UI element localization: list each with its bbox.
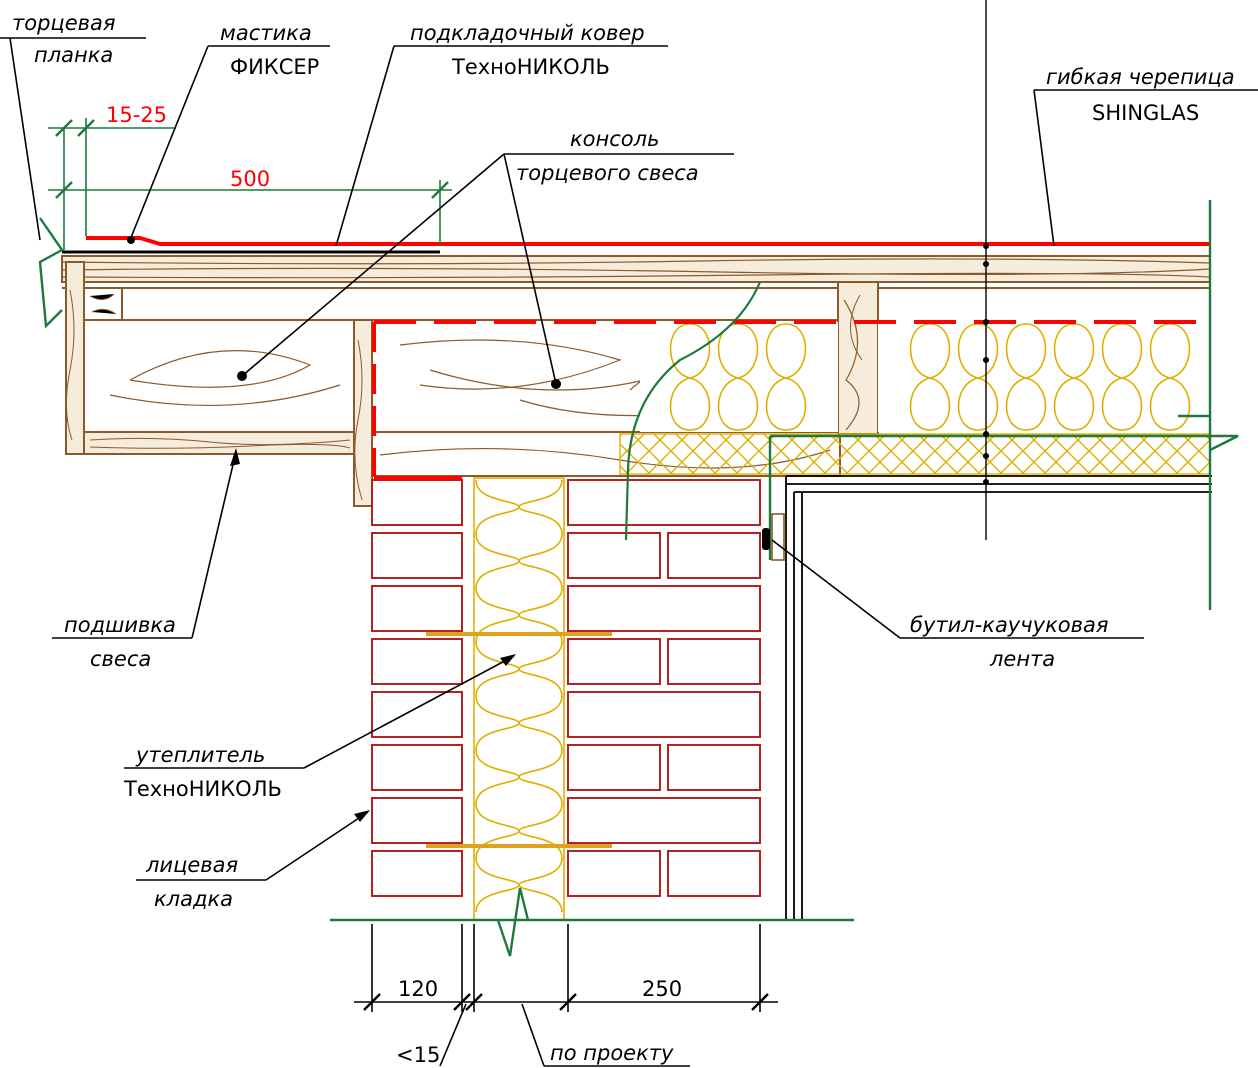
brick <box>371 479 463 526</box>
wall-ties <box>426 632 612 848</box>
end-plank-label-1: торцевая <box>12 11 116 35</box>
roof-insulation <box>619 322 1211 475</box>
console-label-1: консоль <box>570 127 659 151</box>
brick-facing <box>371 479 463 897</box>
underlay-label-1: подкладочный ковер <box>410 21 645 45</box>
soffit-label-1: подшивка <box>64 613 176 637</box>
brick <box>371 532 463 579</box>
dimension-250-label: 250 <box>642 977 682 1001</box>
brick <box>567 797 761 844</box>
brick <box>667 744 761 791</box>
bottom-dimensions <box>354 924 778 1012</box>
gap-label: <15 <box>396 1043 440 1067</box>
insulation-label-2: ТехноНИКОЛЬ <box>123 777 282 801</box>
green-lines <box>38 200 1239 957</box>
butyl-label-1: бутил-каучуковая <box>910 613 1109 637</box>
brick <box>567 479 761 526</box>
soffit-board <box>83 431 357 455</box>
brick <box>667 532 761 579</box>
underlay-label-2: ТехноНИКОЛЬ <box>451 55 610 79</box>
brick <box>371 691 463 738</box>
shingle-layer <box>62 236 1210 254</box>
callout-soffit: подшивка свеса <box>52 448 240 671</box>
brick <box>567 744 661 791</box>
callout-shingles: гибкая черепица SHINGLAS <box>1033 65 1258 247</box>
vapor-barrier <box>372 320 1210 480</box>
brick <box>371 585 463 632</box>
by-project-label: по проекту <box>550 1041 674 1065</box>
brick <box>567 638 661 685</box>
dimension-15-25 <box>48 118 176 236</box>
facing-label-1: лицевая <box>145 853 238 877</box>
callout-console: консоль торцевого свеса <box>237 127 734 389</box>
gap-leader <box>439 1003 690 1067</box>
brick <box>567 850 661 897</box>
callout-end-plank: торцевая планка <box>0 11 146 241</box>
wall-post <box>353 319 373 507</box>
wall-insulation <box>473 477 565 921</box>
callout-facing: лицевая кладка <box>136 810 370 911</box>
dimension-15-25-label: 15-25 <box>106 103 167 127</box>
insulation-label-1: утеплитель <box>135 743 265 767</box>
butyl-tape <box>762 513 785 561</box>
mastic-label-1: мастика <box>220 21 312 45</box>
deck-batten-left <box>83 287 123 321</box>
axis-line <box>983 0 989 540</box>
dimension-500 <box>48 128 452 250</box>
end-plank-label-2: планка <box>34 43 113 67</box>
shingles-label-1: гибкая черепица <box>1046 65 1235 89</box>
brick <box>667 638 761 685</box>
callout-mastic: мастика ФИКСЕР <box>127 21 330 244</box>
mastic-label-2: ФИКСЕР <box>230 55 319 79</box>
callout-wall-insulation: утеплитель ТехноНИКОЛЬ <box>123 654 516 801</box>
console-label-2: торцевого свеса <box>516 161 699 185</box>
brick <box>371 850 463 897</box>
brick <box>567 691 761 738</box>
soffit-label-2: свеса <box>90 647 151 671</box>
roof-deck <box>61 255 1211 289</box>
butyl-label-2: лента <box>989 647 1055 671</box>
callout-underlay: подкладочный ковер ТехноНИКОЛЬ <box>335 21 668 247</box>
facing-label-2: кладка <box>154 887 233 911</box>
inner-frame <box>785 475 1212 920</box>
brick-wall <box>567 479 761 897</box>
brick <box>567 532 661 579</box>
callout-butyl: бутил-каучуковая лента <box>771 539 1144 671</box>
dimension-500-label: 500 <box>230 167 270 191</box>
end-board <box>65 261 85 455</box>
shingles-label-2: SHINGLAS <box>1092 101 1199 125</box>
brick <box>567 585 761 632</box>
dimension-120-label: 120 <box>398 977 438 1001</box>
brick <box>371 744 463 791</box>
brick <box>667 850 761 897</box>
rafter-block <box>837 281 879 435</box>
brick <box>371 638 463 685</box>
brick <box>371 797 463 844</box>
